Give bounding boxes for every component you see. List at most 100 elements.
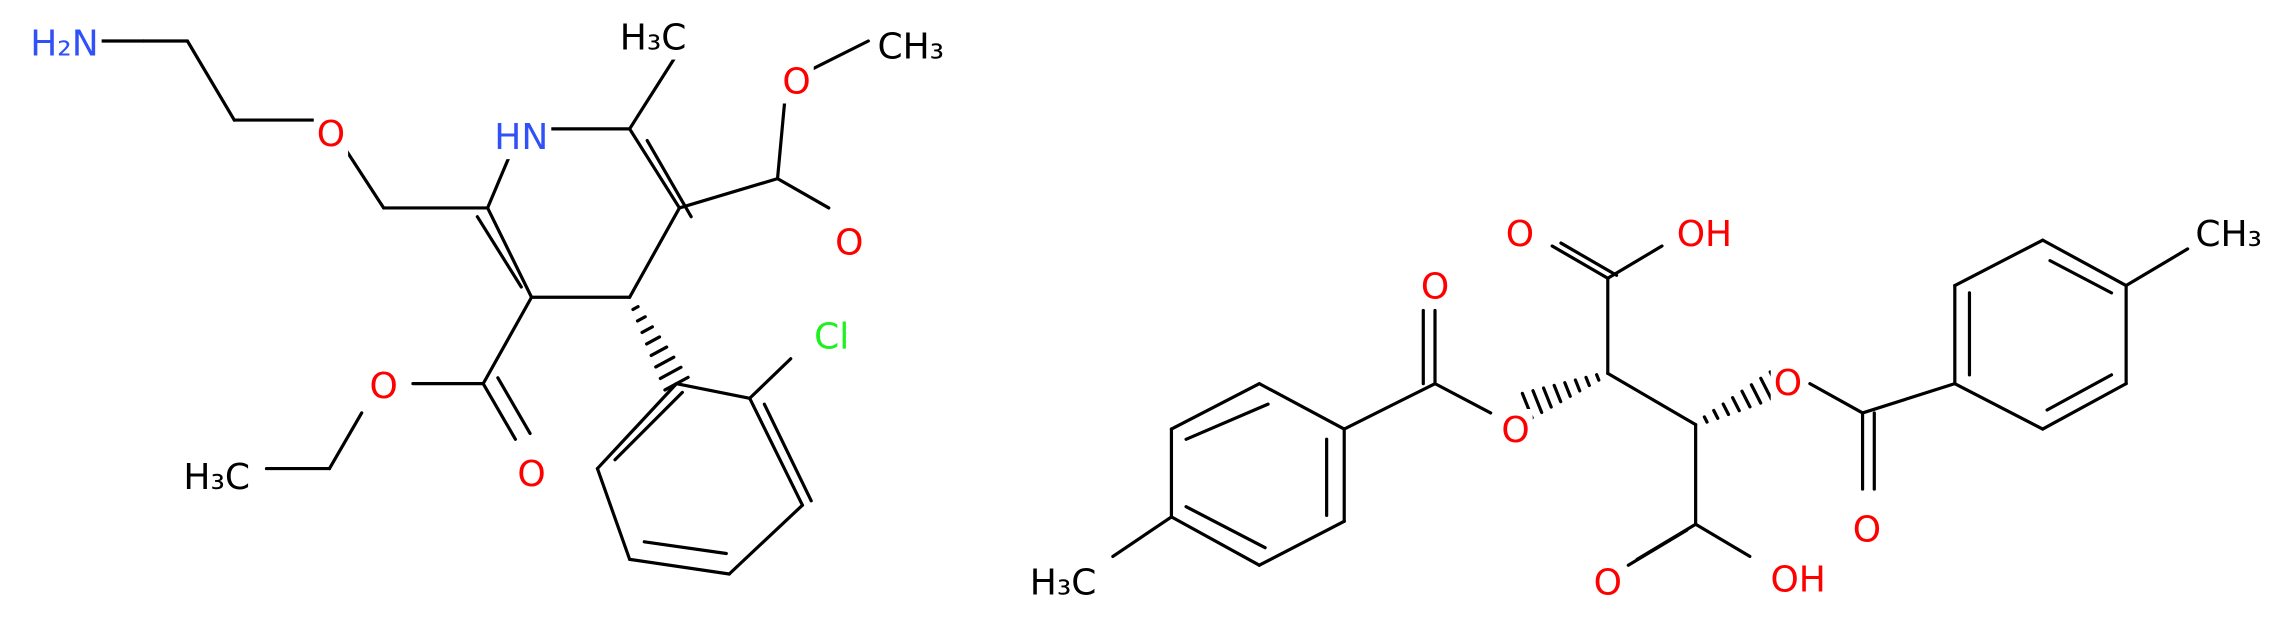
double-bond-line bbox=[475, 215, 523, 289]
single-bond-line bbox=[2124, 247, 2190, 288]
single-bond-line bbox=[1606, 371, 1698, 427]
atom-symbol: H₃C bbox=[183, 457, 250, 498]
atom-label-c: CH₃ bbox=[874, 25, 948, 69]
atom-symbol: H₃C bbox=[1030, 562, 1097, 603]
atom-symbol: O bbox=[369, 366, 397, 407]
single-bond-line bbox=[595, 466, 632, 561]
atom-symbol: O bbox=[1506, 214, 1534, 255]
single-bond-line bbox=[1694, 522, 1752, 559]
wedge-hash-line bbox=[1595, 373, 1601, 382]
atom-symbol: HN bbox=[494, 117, 548, 158]
atom-label-backdrop bbox=[366, 365, 401, 409]
atom-label-o: OH bbox=[1767, 558, 1829, 602]
atom-label-c: H₃C bbox=[180, 455, 254, 499]
atom-label-backdrop bbox=[1673, 212, 1736, 256]
atom-label-o: O bbox=[366, 365, 401, 409]
atom-label-backdrop bbox=[1417, 265, 1453, 309]
atom-label-backdrop bbox=[811, 315, 853, 359]
single-bond-line bbox=[748, 357, 793, 400]
single-bond-line bbox=[481, 295, 534, 386]
atom-label-o: OH bbox=[1673, 212, 1736, 256]
atom-label-backdrop bbox=[1498, 409, 1533, 452]
atom-symbol: O bbox=[1594, 562, 1622, 603]
atom-symbol: CH₃ bbox=[877, 26, 944, 67]
wedge-hash-line bbox=[1759, 376, 1774, 401]
bond-layer bbox=[89, 39, 2190, 576]
atom-label-o: O bbox=[1502, 212, 1538, 256]
double-bond-line bbox=[1184, 505, 1267, 550]
single-bond-line bbox=[1860, 382, 1957, 415]
single-bond-line bbox=[674, 382, 752, 400]
wedge-hash-line bbox=[1573, 378, 1582, 393]
wedge-hash-line bbox=[1712, 408, 1720, 420]
atom-symbol: O bbox=[782, 62, 810, 103]
double-bond-line bbox=[2048, 259, 2114, 295]
wedge-hash-line bbox=[1721, 402, 1731, 417]
wedge-hash-line bbox=[640, 325, 654, 335]
single-bond-line bbox=[1808, 382, 1865, 415]
atom-symbol: H₃C bbox=[620, 18, 687, 59]
wedge-hash-line bbox=[658, 365, 683, 381]
double-bond-line bbox=[645, 138, 693, 219]
wedge-hash-line bbox=[645, 335, 662, 346]
wedge-hash-line bbox=[1531, 389, 1544, 415]
double-bond-line bbox=[1626, 528, 1689, 567]
single-bond-line bbox=[185, 39, 236, 122]
atom-symbol: O bbox=[1421, 267, 1449, 308]
single-bond-line bbox=[486, 150, 513, 210]
atom-label-n: HN bbox=[491, 116, 552, 160]
double-bond-line bbox=[1184, 402, 1270, 441]
atom-label-backdrop bbox=[874, 25, 948, 69]
single-bond-line bbox=[595, 382, 679, 471]
atom-symbol: Cl bbox=[814, 316, 849, 357]
single-bond-line bbox=[1953, 382, 2045, 431]
atom-symbol: O bbox=[317, 114, 345, 155]
single-bond-line bbox=[1257, 382, 1346, 431]
wedge-hash-line bbox=[1749, 383, 1763, 405]
atom-label-o: O bbox=[313, 113, 349, 157]
single-bond-line bbox=[481, 382, 518, 441]
wedge-hash-line bbox=[1730, 396, 1741, 413]
single-bond-line bbox=[1257, 519, 1346, 567]
wedge-hash-line bbox=[649, 345, 669, 358]
atom-label-o: O bbox=[1770, 362, 1806, 406]
atom-symbol: H₂N bbox=[30, 23, 98, 64]
atom-label-backdrop bbox=[1849, 508, 1885, 552]
atom-label-o: O bbox=[514, 452, 549, 496]
wedge-hash-line bbox=[1740, 389, 1752, 409]
wedge-hash-line bbox=[1702, 415, 1709, 424]
atom-label-cl: Cl bbox=[811, 315, 853, 359]
atom-label-c: CH₃ bbox=[2192, 212, 2265, 256]
atom-label-backdrop bbox=[491, 116, 552, 160]
single-bond-line bbox=[628, 206, 682, 299]
atom-label-backdrop bbox=[2192, 212, 2265, 256]
atom-label-backdrop bbox=[1767, 558, 1829, 602]
single-bond-line bbox=[343, 147, 386, 210]
atom-label-o: O bbox=[1849, 508, 1885, 552]
atom-label-o: O bbox=[1498, 409, 1533, 452]
atom-label-backdrop bbox=[180, 455, 254, 499]
single-bond-line bbox=[327, 411, 364, 471]
single-bond-line bbox=[628, 557, 731, 576]
single-bond-line bbox=[1111, 515, 1174, 559]
atom-label-c: H₃C bbox=[1026, 561, 1100, 605]
wedge-hash-line bbox=[1584, 375, 1591, 388]
wedge-hash-line bbox=[654, 355, 676, 369]
single-bond-line bbox=[2041, 382, 2128, 431]
double-bond-line bbox=[1559, 241, 1619, 277]
atom-symbol: OH bbox=[1770, 559, 1825, 600]
single-bond-line bbox=[677, 177, 780, 210]
single-bond-line bbox=[1550, 244, 1610, 280]
atom-label-backdrop bbox=[1026, 561, 1100, 605]
single-bond-line bbox=[808, 39, 870, 72]
atom-label-o: O bbox=[1590, 561, 1625, 605]
single-bond-line bbox=[1433, 382, 1493, 415]
single-bond-line bbox=[486, 206, 534, 299]
single-bond-line bbox=[1169, 382, 1261, 431]
wedge-hash-line bbox=[635, 315, 647, 323]
atom-label-backdrop bbox=[1502, 212, 1538, 256]
atom-label-backdrop bbox=[313, 113, 349, 157]
atom-label-c: H₃C bbox=[616, 16, 690, 60]
